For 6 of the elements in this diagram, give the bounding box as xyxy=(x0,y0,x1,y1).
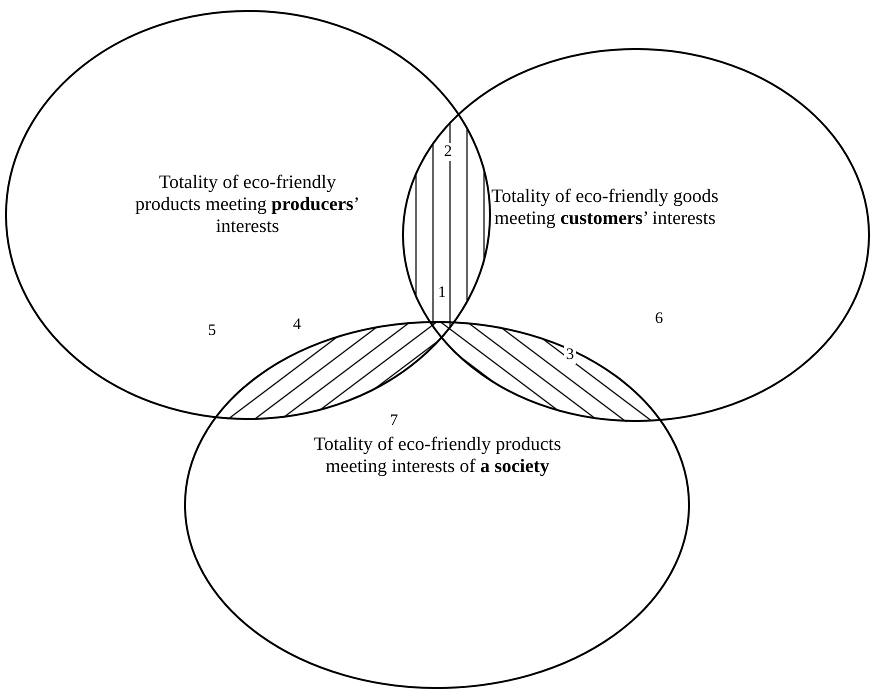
set-ellipse xyxy=(402,48,870,422)
region-number: 3 xyxy=(564,346,576,364)
set-description: Totality of eco-friendly products meeting interests of a society xyxy=(312,434,562,478)
set-description: Totality of eco-friendly goods meeting customers’ interests xyxy=(490,186,720,230)
set-description: Totality of eco-friendly products meeting producers’ interests xyxy=(134,172,361,238)
region-number: 2 xyxy=(442,143,454,161)
